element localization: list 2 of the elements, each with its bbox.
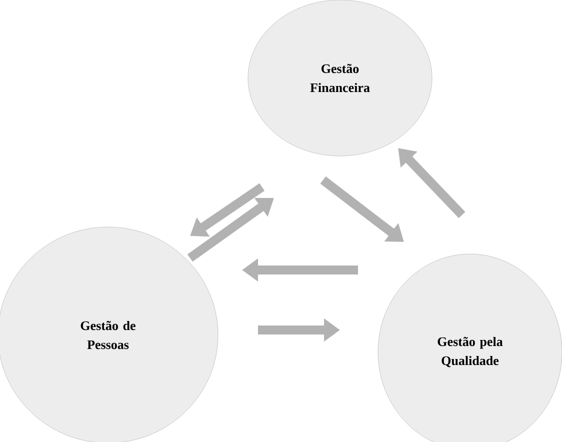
ellipse-node: Gestão pela Qualidade	[378, 254, 562, 442]
ellipse-node: Gestão de Pessoas	[0, 226, 218, 442]
